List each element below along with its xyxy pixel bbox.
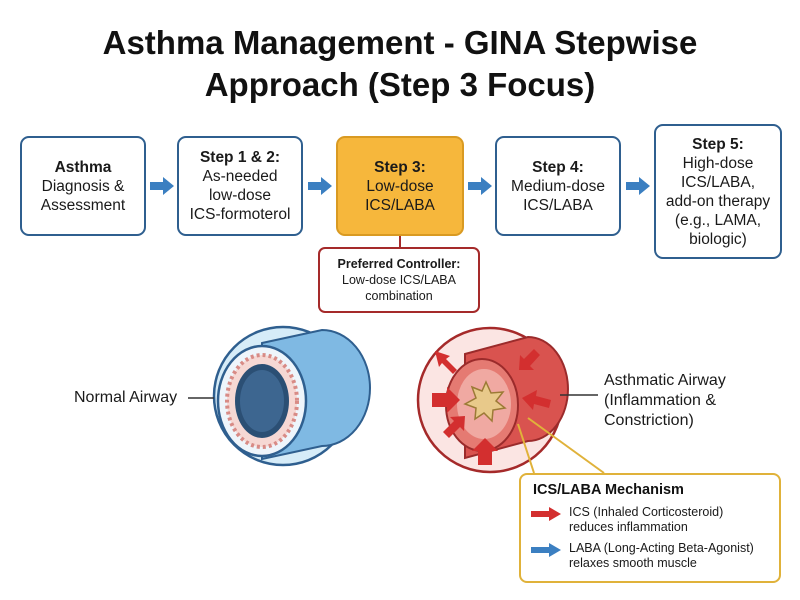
normal-airway-icon (212, 325, 371, 467)
callout-leader (527, 417, 605, 474)
asthmatic-airway-icon (416, 326, 569, 474)
step-heading: Step 3: (374, 158, 426, 176)
step-line: ICS/LABA (365, 196, 435, 214)
normal-airway-label: Normal Airway (74, 389, 178, 406)
step-line: Low-dose (366, 177, 434, 195)
mechanism-box: ICS/LABA Mechanism ICS (Inhaled Corticos… (519, 473, 781, 583)
asthmatic-label-line: (Inflammation & (604, 392, 717, 409)
step-line: Diagnosis & (41, 177, 125, 195)
step-box-diagnosis: Asthma Diagnosis & Assessment (20, 136, 146, 236)
step-box-step3: Step 3: Low-dose ICS/LABA (336, 136, 464, 236)
preferred-heading: Preferred Controller: (337, 257, 461, 271)
step-heading: Step 5: (692, 135, 744, 153)
step-line: High-dose (682, 154, 754, 172)
step-line: ICS-formoterol (189, 206, 291, 223)
ics-line: reduces inflammation (569, 520, 688, 534)
title-line-2: Approach (Step 3 Focus) (204, 66, 596, 103)
step-line: ICS/LABA, (680, 173, 756, 191)
asthmatic-label-line: Constriction) (604, 412, 694, 429)
laba-line: LABA (Long-Acting Beta-Agonist) (569, 541, 754, 555)
step-box-step5: Step 5: High-dose ICS/LABA, add-on thera… (654, 124, 782, 259)
preferred-controller-box: Preferred Controller: Low-dose ICS/LABA … (318, 247, 480, 313)
step-line: low-dose (208, 187, 272, 204)
page-title: Asthma Management - GINA Stepwise Approa… (0, 22, 800, 106)
arrow-right-icon (150, 177, 174, 195)
step-line: add-on therapy (665, 192, 771, 210)
laba-line: relaxes smooth muscle (569, 556, 697, 570)
red-arrow-icon (531, 507, 561, 521)
callout-leader (517, 423, 535, 474)
step-line: Assessment (40, 196, 126, 214)
step-heading: Asthma (54, 158, 112, 176)
preferred-line: combination (365, 289, 433, 303)
arrow-right-icon (468, 177, 492, 195)
asthmatic-airway-label: Asthmatic Airway (Inflammation & Constri… (604, 371, 726, 431)
arrow-right-icon (626, 177, 650, 195)
step-heading: Step 1 & 2: (199, 149, 281, 166)
step-line: Medium-dose (511, 177, 605, 195)
asthmatic-label-line: Asthmatic Airway (604, 372, 726, 389)
blue-arrow-icon (531, 543, 561, 557)
step-box-step1-2: Step 1 & 2: As-needed low-dose ICS-formo… (177, 136, 303, 236)
step-line: (e.g., LAMA, (674, 211, 762, 229)
step-line: biologic) (689, 230, 747, 248)
step-heading: Step 4: (532, 158, 584, 176)
laba-row: LABA (Long-Acting Beta-Agonist) relaxes … (531, 541, 776, 571)
arrow-right-icon (308, 177, 332, 195)
step-line: ICS/LABA (523, 196, 593, 214)
step-box-step4: Step 4: Medium-dose ICS/LABA (495, 136, 621, 236)
step-line: As-needed (202, 168, 278, 185)
preferred-line: Low-dose ICS/LABA (342, 273, 456, 287)
title-line-1: Asthma Management - GINA Stepwise (102, 24, 698, 61)
mechanism-title: ICS/LABA Mechanism (533, 482, 684, 498)
ics-row: ICS (Inhaled Corticosteroid) reduces inf… (531, 505, 776, 535)
ics-line: ICS (Inhaled Corticosteroid) (569, 505, 724, 519)
